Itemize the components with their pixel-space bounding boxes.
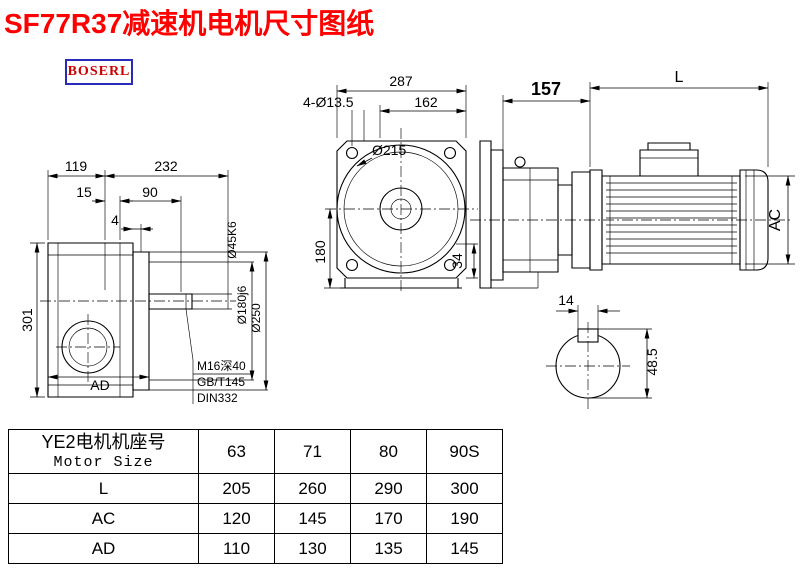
table-header-row: YE2电机机座号 Motor Size 63 71 80 90S: [8, 429, 503, 474]
motor-size-63: 63: [198, 429, 275, 474]
row-label-L: L: [8, 473, 199, 504]
dim-157: 157: [531, 79, 561, 99]
output-shaft-view: 119 232 15 90 4 301 AD Ø45K6 Ø180j6 Ø250…: [19, 158, 269, 405]
dim-15: 15: [76, 184, 92, 200]
dim-flange-od: Ø250: [249, 303, 263, 333]
value-AD-80: 135: [350, 533, 427, 564]
dim-AD: AD: [90, 377, 109, 393]
brand-logo: BOSERL: [65, 59, 133, 85]
row-label-AD: AD: [8, 533, 199, 564]
dim-162: 162: [414, 94, 438, 110]
value-L-80: 290: [350, 473, 427, 504]
spec-table: YE2电机机座号 Motor Size 63 71 80 90S L 205 2…: [8, 429, 503, 564]
front-flange-view: 287 162 4-Ø13.5 Ø215 180 34: [303, 73, 478, 292]
header-label-cn: YE2电机机座号: [41, 431, 166, 452]
dim-34: 34: [449, 253, 465, 269]
dim-119: 119: [65, 158, 88, 174]
header-label-en: Motor Size: [53, 453, 154, 471]
value-AC-90s: 190: [426, 503, 503, 534]
dim-AC: AC: [767, 209, 784, 231]
value-AC-71: 145: [274, 503, 351, 534]
value-AC-63: 120: [198, 503, 275, 534]
table-row-AC: AC 120 145 170 190: [8, 503, 503, 534]
dim-90: 90: [142, 184, 158, 200]
motor-size-90s: 90S: [426, 429, 503, 474]
value-L-63: 205: [198, 473, 275, 504]
note-din-standard: DIN332: [197, 391, 238, 405]
motor-size-header-cell: YE2电机机座号 Motor Size: [8, 429, 199, 474]
dim-4: 4: [111, 212, 119, 228]
dim-key-height: 48.5: [644, 348, 660, 375]
motor-size-71: 71: [274, 429, 351, 474]
page-title: SF77R37减速机电机尺寸图纸: [4, 8, 375, 39]
dim-232: 232: [154, 158, 178, 174]
motor-side-view: 157 L AC: [470, 69, 795, 289]
dim-flange-dia: Ø215: [372, 142, 406, 158]
table-row-AD: AD 110 130 135 145: [8, 533, 503, 564]
dim-bolt-holes: 4-Ø13.5: [303, 94, 354, 110]
value-AD-90s: 145: [426, 533, 503, 564]
dim-301: 301: [19, 308, 35, 332]
value-L-90s: 300: [426, 473, 503, 504]
dim-shaft-dia: Ø45K6: [225, 221, 239, 259]
row-label-AC: AC: [8, 503, 199, 534]
value-AD-63: 110: [198, 533, 275, 564]
motor-size-80: 80: [350, 429, 427, 474]
table-row-L: L 205 260 290 300: [8, 473, 503, 504]
dim-key-width: 14: [558, 292, 574, 308]
dim-spigot-dia: Ø180j6: [235, 285, 249, 324]
dim-287: 287: [389, 73, 413, 89]
note-gb-standard: GB/T145: [197, 375, 245, 389]
value-AD-71: 130: [274, 533, 351, 564]
value-L-71: 260: [274, 473, 351, 504]
value-AC-80: 170: [350, 503, 427, 534]
dim-180: 180: [312, 240, 328, 264]
shaft-key-section: 14 48.5: [546, 292, 660, 410]
dim-L: L: [675, 69, 684, 86]
note-tap-hole: M16深40: [197, 359, 246, 373]
